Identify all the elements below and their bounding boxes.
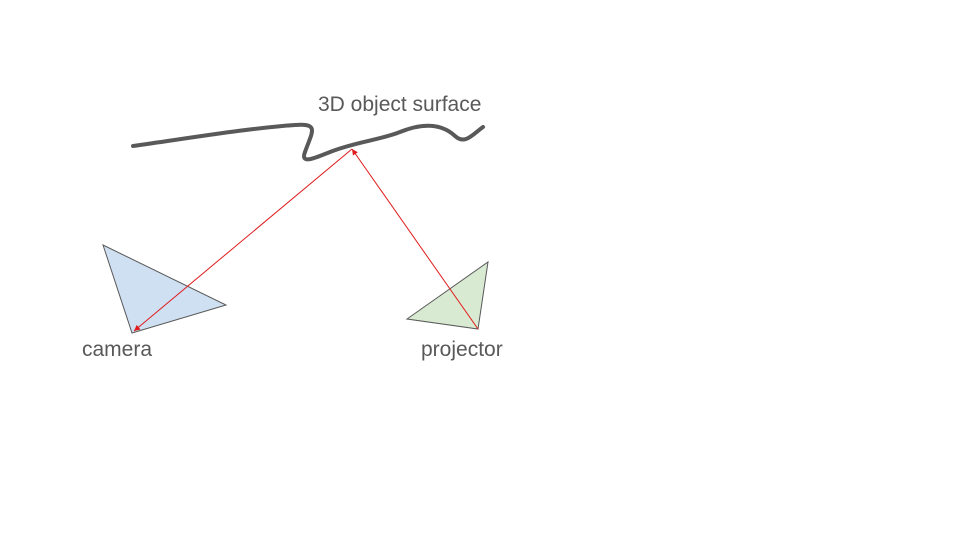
projector-ray <box>351 148 479 330</box>
projector-shape <box>405 260 489 330</box>
surface-label: 3D object surface <box>318 93 482 116</box>
camera-ray <box>133 148 353 332</box>
camera-label: camera <box>82 338 153 361</box>
camera-shape <box>102 244 228 334</box>
projector-label: projector <box>421 338 503 361</box>
object-surface-curve <box>131 122 485 162</box>
